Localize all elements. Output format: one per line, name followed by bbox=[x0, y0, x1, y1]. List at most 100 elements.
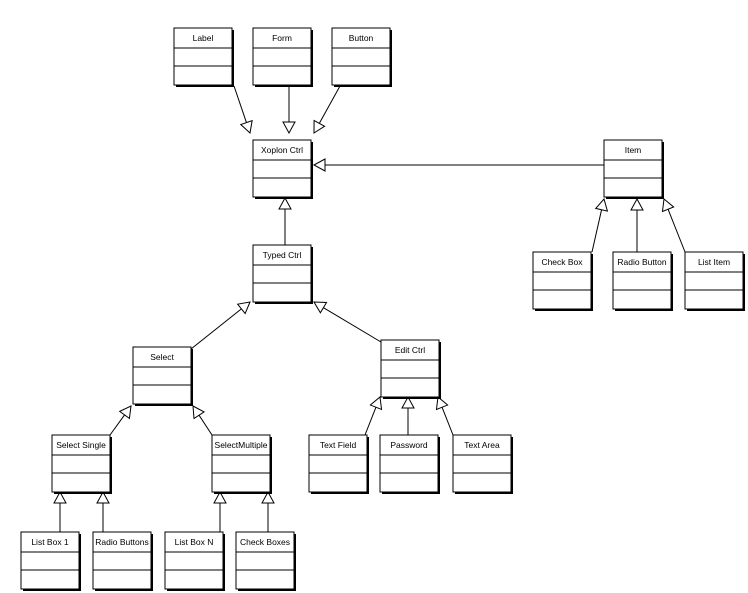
inheritance-edge-editctrl-to-typedctrl bbox=[313, 301, 382, 343]
generalization-arrowhead bbox=[278, 196, 292, 210]
class-name: Typed Ctrl bbox=[263, 250, 302, 260]
generalization-arrowhead bbox=[312, 158, 326, 172]
class-item: Item bbox=[603, 139, 664, 199]
edge-line bbox=[190, 308, 242, 350]
inheritance-edge-item-to-xoplonctrl bbox=[312, 158, 604, 172]
inheritance-edge-label-to-xoplonctrl bbox=[233, 85, 253, 134]
class-name: Radio Button bbox=[617, 257, 666, 267]
inheritance-edge-password-to-editctrl bbox=[401, 395, 415, 435]
class-box bbox=[380, 339, 440, 398]
class-box bbox=[211, 434, 271, 493]
generalization-arrowhead bbox=[192, 405, 206, 420]
class-name: Edit Ctrl bbox=[395, 345, 425, 355]
class-name: Check Box bbox=[541, 257, 583, 267]
inheritance-edge-listbox1-to-selectsingle bbox=[53, 490, 67, 532]
generalization-arrowhead bbox=[369, 396, 383, 411]
edge-line bbox=[591, 209, 603, 253]
class-form: Form bbox=[252, 27, 313, 87]
edge-line bbox=[318, 85, 341, 124]
class-listbox1: List Box 1 bbox=[20, 531, 81, 591]
inheritance-edge-selectsingle-to-select bbox=[109, 405, 132, 436]
class-name: Select bbox=[150, 352, 174, 362]
class-box bbox=[252, 27, 312, 86]
class-selectmultiple: SelectMultiple bbox=[211, 434, 272, 494]
inheritance-edge-checkbox-to-item bbox=[591, 197, 609, 253]
generalization-arrowhead bbox=[630, 197, 644, 211]
class-textfield: Text Field bbox=[308, 434, 369, 494]
class-box bbox=[20, 531, 80, 590]
inheritance-edge-radiobutton-to-item bbox=[630, 197, 644, 252]
class-name: List Item bbox=[698, 257, 730, 267]
class-name: Radio Buttons bbox=[95, 537, 148, 547]
class-checkbox: Check Box bbox=[532, 251, 593, 311]
class-selectsingle: Select Single bbox=[51, 434, 112, 494]
class-box bbox=[331, 27, 391, 86]
class-box bbox=[252, 139, 312, 198]
inheritance-edge-form-to-xoplonctrl bbox=[282, 86, 296, 135]
class-name: SelectMultiple bbox=[215, 440, 268, 450]
class-box bbox=[132, 346, 192, 405]
class-name: Text Area bbox=[464, 440, 500, 450]
inheritance-edge-button-to-xoplonctrl bbox=[313, 85, 341, 134]
class-box bbox=[379, 434, 439, 493]
class-textarea: Text Area bbox=[452, 434, 513, 494]
edge-line bbox=[109, 414, 125, 436]
edge-line bbox=[667, 209, 686, 253]
inheritance-edge-select-to-typedctrl bbox=[190, 301, 251, 350]
inheritance-edge-listboxn-to-selectmultiple bbox=[213, 490, 227, 532]
class-xoplonctrl: Xoplon Ctrl bbox=[252, 139, 313, 199]
class-name: Button bbox=[349, 33, 374, 43]
class-box bbox=[452, 434, 512, 493]
generalization-arrowhead bbox=[594, 197, 609, 212]
class-radiobuttons: Radio Buttons bbox=[92, 531, 153, 591]
class-label: Label bbox=[173, 27, 234, 87]
class-name: List Box N bbox=[175, 537, 214, 547]
edge-line bbox=[441, 407, 454, 436]
generalization-arrowhead bbox=[313, 119, 326, 134]
inheritance-edge-listitem-to-item bbox=[661, 198, 686, 253]
class-box bbox=[235, 531, 295, 590]
generalization-arrowhead bbox=[96, 490, 110, 504]
generalization-arrowhead bbox=[239, 119, 253, 134]
class-password: Password bbox=[379, 434, 440, 494]
generalization-arrowhead bbox=[282, 121, 296, 135]
class-name: Label bbox=[193, 33, 214, 43]
edge-line bbox=[323, 307, 382, 343]
generalization-arrowhead bbox=[236, 301, 251, 315]
inheritance-edge-selectmultiple-to-select bbox=[192, 405, 213, 436]
class-radiobutton: Radio Button bbox=[612, 251, 673, 311]
class-box bbox=[612, 251, 672, 310]
class-name: Xoplon Ctrl bbox=[261, 145, 303, 155]
class-typedctrl: Typed Ctrl bbox=[252, 244, 313, 304]
class-name: Item bbox=[625, 145, 642, 155]
class-name: Form bbox=[272, 33, 292, 43]
class-editctrl: Edit Ctrl bbox=[380, 339, 441, 399]
class-name: Check Boxes bbox=[240, 537, 290, 547]
class-listboxn: List Box N bbox=[164, 531, 225, 591]
generalization-arrowhead bbox=[661, 198, 675, 213]
class-box bbox=[252, 244, 312, 303]
class-name: Password bbox=[390, 440, 428, 450]
class-select: Select bbox=[132, 346, 193, 406]
class-button: Button bbox=[331, 27, 392, 87]
generalization-arrowhead bbox=[435, 396, 449, 411]
class-name: Text Field bbox=[320, 440, 357, 450]
class-checkboxes: Check Boxes bbox=[235, 531, 296, 591]
class-box bbox=[684, 251, 744, 310]
class-box bbox=[92, 531, 152, 590]
class-name: List Box 1 bbox=[31, 537, 69, 547]
class-listitem: List Item bbox=[684, 251, 745, 311]
edge-line bbox=[233, 85, 247, 123]
generalization-arrowhead bbox=[213, 490, 227, 504]
class-box bbox=[532, 251, 592, 310]
edge-line bbox=[198, 414, 213, 436]
class-box bbox=[173, 27, 233, 86]
edge-line bbox=[364, 407, 377, 436]
generalization-arrowhead bbox=[261, 490, 275, 504]
class-name: Select Single bbox=[56, 440, 106, 450]
class-box bbox=[603, 139, 663, 198]
generalization-arrowhead bbox=[401, 395, 415, 409]
inheritance-edge-typedctrl-to-xoplonctrl bbox=[278, 196, 292, 245]
